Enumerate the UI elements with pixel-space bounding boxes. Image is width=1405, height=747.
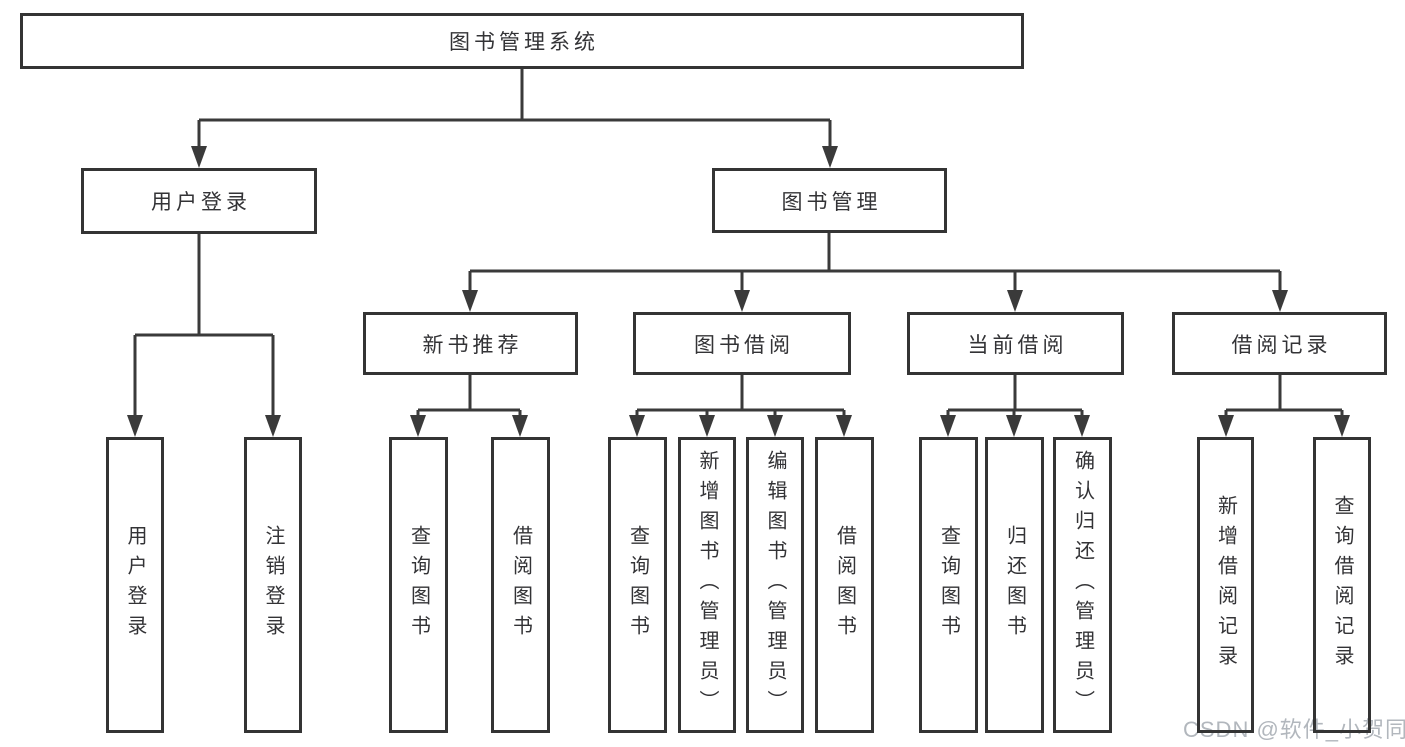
connector-borrow-record-bar bbox=[1226, 375, 1342, 412]
node-leaf-borrow-books-recommend: 借阅图书 bbox=[491, 437, 550, 733]
connector-current-borrow-bar bbox=[948, 375, 1082, 412]
node-leaf-query-books-borrowing: 查询图书 bbox=[608, 437, 667, 733]
arrowhead bbox=[1218, 415, 1234, 437]
arrowhead bbox=[265, 415, 281, 437]
node-leaf-query-books-recommend: 查询图书 bbox=[389, 437, 448, 733]
node-user-login: 用户登录 bbox=[81, 168, 317, 234]
connector-book-borrow-bar bbox=[637, 375, 844, 412]
arrowhead bbox=[767, 415, 783, 437]
arrowhead bbox=[1334, 415, 1350, 437]
arrowhead bbox=[462, 290, 478, 312]
arrowhead bbox=[1006, 415, 1022, 437]
node-root-library-management-system: 图书管理系统 bbox=[20, 13, 1024, 69]
arrowhead bbox=[1272, 290, 1288, 312]
arrowhead bbox=[822, 146, 838, 168]
connector-book-management-bar bbox=[470, 233, 1280, 273]
arrowhead bbox=[512, 415, 528, 437]
node-leaf-borrow-books: 借阅图书 bbox=[815, 437, 874, 733]
node-borrowing-records: 借阅记录 bbox=[1172, 312, 1387, 375]
node-book-management: 图书管理 bbox=[712, 168, 947, 233]
node-leaf-add-borrow-record: 新增借阅记录 bbox=[1197, 437, 1254, 733]
connector-new-book-bar bbox=[418, 375, 520, 412]
node-leaf-user-login: 用户登录 bbox=[106, 437, 164, 733]
arrowhead bbox=[836, 415, 852, 437]
arrowhead bbox=[1007, 290, 1023, 312]
connector-user-login-bar bbox=[135, 234, 273, 337]
node-leaf-add-books-admin: 新增图书（管理员） bbox=[678, 437, 736, 733]
node-leaf-confirm-return-admin: 确认归还（管理员） bbox=[1053, 437, 1112, 733]
node-leaf-query-books-current: 查询图书 bbox=[919, 437, 978, 733]
arrowhead bbox=[191, 146, 207, 168]
arrowhead bbox=[940, 415, 956, 437]
node-current-borrowing: 当前借阅 bbox=[907, 312, 1124, 375]
node-leaf-return-books: 归还图书 bbox=[985, 437, 1044, 733]
arrowhead bbox=[699, 415, 715, 437]
node-book-borrowing: 图书借阅 bbox=[633, 312, 851, 375]
node-leaf-edit-books-admin: 编辑图书（管理员） bbox=[746, 437, 804, 733]
node-new-book-recommendation: 新书推荐 bbox=[363, 312, 578, 375]
arrowhead bbox=[127, 415, 143, 437]
arrowhead bbox=[410, 415, 426, 437]
csdn-watermark: CSDN @软件_小贺同学 bbox=[1183, 717, 1405, 742]
connector-root-bar bbox=[199, 69, 830, 122]
arrowhead bbox=[629, 415, 645, 437]
node-leaf-query-borrow-record: 查询借阅记录 bbox=[1313, 437, 1371, 733]
arrowhead bbox=[734, 290, 750, 312]
arrowhead bbox=[1074, 415, 1090, 437]
node-leaf-logout: 注销登录 bbox=[244, 437, 302, 733]
